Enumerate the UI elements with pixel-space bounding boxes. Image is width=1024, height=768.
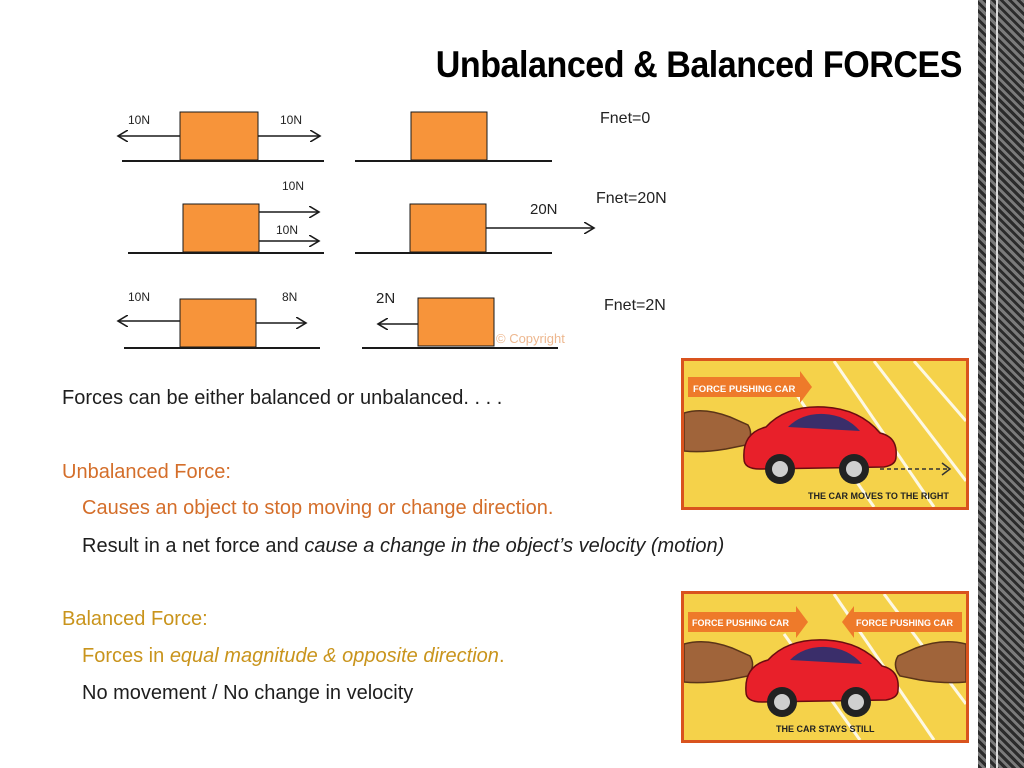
balanced-point-1-emphasis: equal magnitude & opposite direction bbox=[169, 645, 499, 667]
force-label: 10N bbox=[128, 113, 150, 127]
force-banner-left: FORCE PUSHING CAR bbox=[688, 606, 808, 638]
intro-text: Forces can be either balanced or unbalan… bbox=[62, 387, 503, 409]
block bbox=[182, 203, 260, 253]
fnet-label-row1: Fnet=0 bbox=[600, 110, 651, 127]
balanced-point-1-text: Forces in bbox=[82, 645, 170, 667]
force-label: 10N bbox=[128, 290, 150, 304]
balanced-point-1-end: . bbox=[498, 645, 505, 667]
balanced-car-svg: FORCE PUSHING CAR FORCE PUSHING CAR THE … bbox=[684, 594, 966, 740]
block bbox=[179, 298, 257, 348]
balanced-heading: Balanced Force: bbox=[62, 608, 208, 630]
force-diagram-svg: 10N 10N 10N 10N 20N bbox=[100, 111, 620, 349]
balanced-point-1: Forces in equal magnitude & opposite dir… bbox=[82, 644, 505, 668]
force-banner: FORCE PUSHING CAR bbox=[688, 371, 812, 403]
slide-title: Unbalanced & Balanced FORCES bbox=[435, 44, 963, 85]
unbalanced-point-2-text: Result in a net force and bbox=[82, 535, 305, 557]
balanced-point-2: No movement / No change in velocity bbox=[82, 682, 414, 704]
decorative-edge-border bbox=[978, 0, 1024, 768]
copyright-watermark: © Copyright bbox=[496, 331, 565, 346]
red-car-icon bbox=[743, 406, 897, 484]
row3-left-case: 10N 8N bbox=[118, 290, 320, 349]
red-car-icon bbox=[745, 639, 899, 717]
row2-left-case: 10N 10N bbox=[128, 179, 324, 254]
unbalanced-car-illustration: FORCE PUSHING CAR THE CAR MOVES TO THE R… bbox=[681, 358, 969, 510]
banner-text: FORCE PUSHING CAR bbox=[692, 618, 790, 628]
unbalanced-heading: Unbalanced Force: bbox=[62, 461, 231, 483]
card-caption: THE CAR STAYS STILL bbox=[776, 724, 875, 734]
fnet-label-row3: Fnet=2N bbox=[604, 297, 666, 314]
unbalanced-point-2: Result in a net force and cause a change… bbox=[82, 534, 724, 558]
row1-right-case bbox=[355, 111, 552, 162]
balanced-car-illustration: FORCE PUSHING CAR FORCE PUSHING CAR THE … bbox=[681, 591, 969, 743]
force-label: 10N bbox=[282, 179, 304, 193]
unbalanced-point-1: Causes an object to stop moving or chang… bbox=[82, 497, 554, 519]
row2-right-case: 20N bbox=[355, 201, 594, 254]
force-label: 10N bbox=[276, 223, 298, 237]
unbalanced-point-2-emphasis: cause a change in the object’s velocity … bbox=[304, 535, 725, 557]
block bbox=[410, 111, 488, 161]
row3-right-case: 2N bbox=[362, 290, 558, 349]
block bbox=[417, 297, 495, 347]
banner-text: FORCE PUSHING CAR bbox=[856, 618, 954, 628]
force-banner-right: FORCE PUSHING CAR bbox=[842, 606, 962, 638]
hand-icon-right bbox=[894, 641, 966, 684]
force-label: 20N bbox=[530, 201, 558, 218]
banner-text: FORCE PUSHING CAR bbox=[693, 384, 796, 395]
hand-icon-left bbox=[684, 641, 754, 684]
force-diagram: 10N 10N 10N 10N 20N bbox=[100, 100, 620, 365]
unbalanced-car-svg: FORCE PUSHING CAR THE CAR MOVES TO THE R… bbox=[684, 361, 966, 507]
row1-left-case: 10N 10N bbox=[118, 111, 324, 162]
block bbox=[179, 111, 259, 161]
force-label: 2N bbox=[376, 290, 395, 307]
block bbox=[409, 203, 487, 253]
force-label: 8N bbox=[282, 290, 297, 304]
fnet-label-row2: Fnet=20N bbox=[596, 190, 667, 207]
force-label: 10N bbox=[280, 113, 302, 127]
card-caption: THE CAR MOVES TO THE RIGHT bbox=[808, 491, 949, 501]
